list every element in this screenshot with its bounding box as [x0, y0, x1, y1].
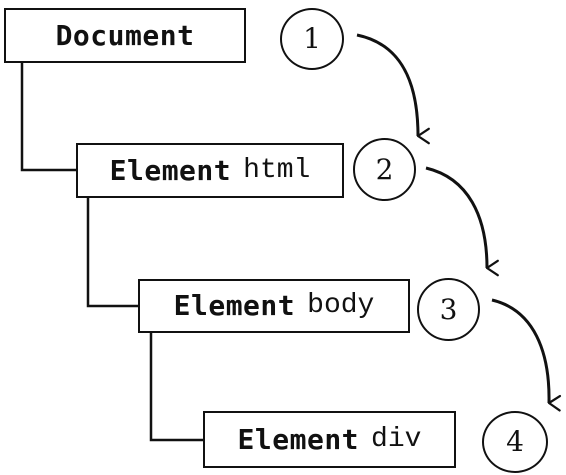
tree-connector-html-body: [86, 198, 138, 308]
tree-connector-body-div: [149, 333, 203, 442]
traversal-arrow-1-to-2: [356, 33, 430, 145]
node-kind-label: Element: [237, 422, 360, 456]
tree-connector-document-html: [20, 63, 76, 172]
node-tag-label: html: [243, 154, 311, 186]
node-kind-label: Element: [109, 153, 232, 187]
node-kind-label: Element: [173, 289, 296, 322]
document-node: Document: [4, 8, 246, 63]
traversal-step-2: 2: [353, 138, 416, 201]
traversal-step-4: 4: [482, 411, 548, 473]
traversal-step-3: 3: [417, 278, 480, 341]
traversal-arrow-3-to-4: [491, 298, 562, 412]
html-element-node: Element html: [76, 143, 344, 198]
traversal-step-1: 1: [280, 8, 344, 70]
traversal-arrow-2-to-3: [425, 166, 499, 277]
div-element-node: Element div: [203, 411, 456, 468]
body-element-node: Element body: [138, 279, 410, 333]
node-tag-label: div: [371, 423, 422, 455]
node-kind-label: Document: [55, 18, 195, 52]
node-tag-label: body: [307, 290, 375, 321]
